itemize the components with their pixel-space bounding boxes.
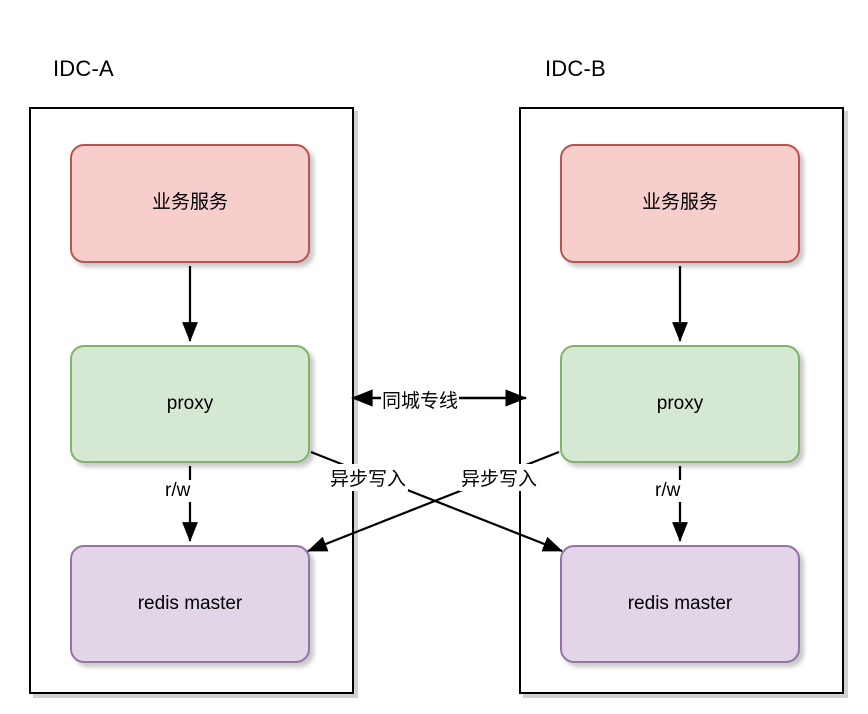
edge-label-rw-left: r/w — [163, 480, 193, 502]
edge-label-rw-right: r/w — [653, 480, 683, 502]
idc-a-title: IDC-A — [53, 56, 114, 81]
idc-b-title: IDC-B — [545, 56, 606, 81]
node-redis-b[interactable]: redis master — [560, 545, 800, 663]
edge-label-async-write-right: 异步写入 — [459, 464, 540, 491]
node-proxy-b[interactable]: proxy — [560, 345, 800, 463]
node-service-b[interactable]: 业务服务 — [560, 144, 800, 263]
node-proxy-b-label: proxy — [656, 392, 704, 414]
node-proxy-a[interactable]: proxy — [70, 345, 310, 463]
node-service-a[interactable]: 业务服务 — [70, 144, 310, 263]
node-service-b-label: 业务服务 — [641, 192, 718, 214]
edge-label-async-write-left: 异步写入 — [328, 464, 409, 491]
edge-label-dedicated-line: 同城专线 — [381, 386, 460, 413]
node-redis-b-label: redis master — [627, 592, 733, 614]
node-proxy-a-label: proxy — [166, 392, 214, 414]
node-service-a-label: 业务服务 — [151, 192, 228, 214]
node-redis-a-label: redis master — [137, 592, 243, 614]
node-redis-a[interactable]: redis master — [70, 545, 310, 663]
